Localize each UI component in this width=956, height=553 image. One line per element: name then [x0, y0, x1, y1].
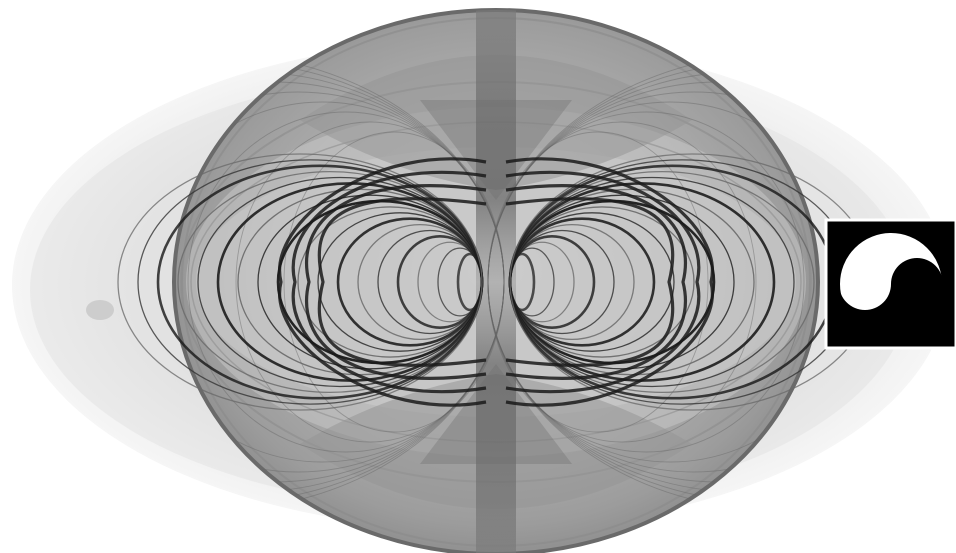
yin-yang-icon	[826, 220, 956, 348]
